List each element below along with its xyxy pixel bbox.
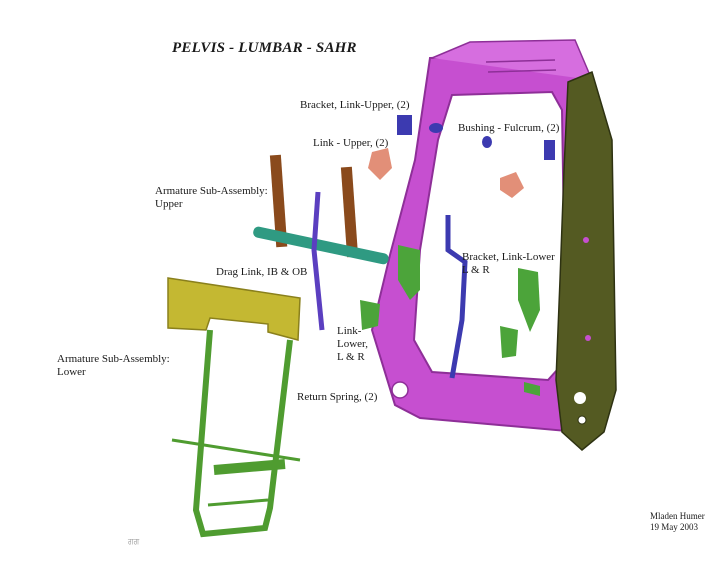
label-link-lower-line2: Lower, [337,338,369,350]
link-lower-shape [311,191,325,331]
label-bracket-link-upper: Bracket, Link-Upper, (2) [300,99,410,111]
drag-link-bar [253,226,389,265]
label-link-lower-line1: Link- [337,325,362,337]
lower-armature [167,277,301,538]
label-link-upper: Link - Upper, (2) [313,137,389,149]
label-link-lower: Link- Lower, L & R [337,325,368,364]
watermark: ਗਗ [128,537,140,546]
author-block: Mladen Humer 19 May 2003 [650,511,705,533]
author-date: 19 May 2003 [650,522,698,532]
diagram-title: PELVIS - LUMBAR - SAHR [172,40,357,56]
label-armature-upper-line2: Upper [155,198,183,210]
link-lower-bracket-1 [360,300,380,330]
link-upper-right [500,172,524,198]
label-armature-lower-line2: Lower [57,366,86,378]
link-upper-left [368,148,392,180]
label-armature-upper: Armature Sub-Assembly: Upper [155,185,268,211]
upper-armature-rods [269,154,359,258]
bracket-link-lower-right [518,268,540,332]
return-spring-part [524,382,540,396]
bushing-fulcrum-part-1 [429,123,443,133]
label-armature-lower: Armature Sub-Assembly: Lower [57,353,170,379]
bracket-link-upper-part [397,115,412,135]
label-armature-lower-line1: Armature Sub-Assembly: [57,353,170,365]
side-panel [555,70,617,451]
link-lower-right-shape [445,215,468,379]
bushing-fulcrum-part-2 [482,136,492,148]
label-return-spring: Return Spring, (2) [297,391,378,403]
label-bushing-fulcrum: Bushing - Fulcrum, (2) [458,122,560,134]
label-bracket-link-lower: Bracket, Link-Lower L & R [462,251,555,277]
label-bracket-link-lower-line2: L & R [462,264,490,276]
link-lower-bracket-2 [500,326,518,358]
label-drag-link: Drag Link, IB & OB [216,266,308,278]
label-link-lower-line3: L & R [337,351,365,363]
label-armature-upper-line1: Armature Sub-Assembly: [155,185,268,197]
bushing-fulcrum-part-3 [544,140,555,160]
label-bracket-link-lower-line1: Bracket, Link-Lower [462,251,555,263]
author-name: Mladen Humer [650,511,705,521]
bracket-link-lower-left [398,245,420,300]
